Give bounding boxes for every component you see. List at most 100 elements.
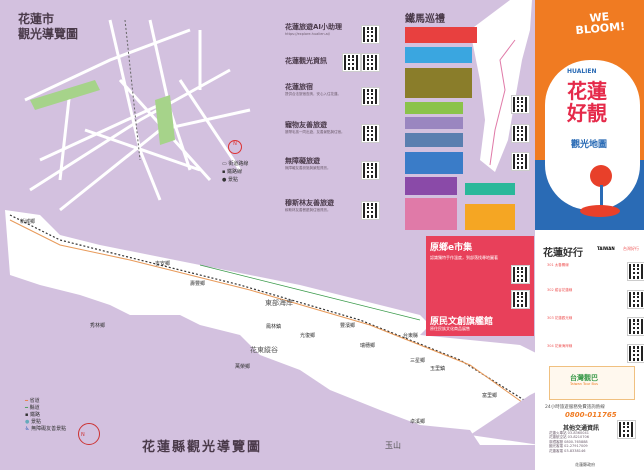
panel-title: 原鄉e市集 [430, 243, 473, 253]
rail-route-box [405, 68, 472, 98]
legend-item: ● 景點 [222, 177, 238, 183]
rail-route-box [405, 117, 463, 129]
bus-route[interactable]: 304 花東海岸線 [547, 344, 573, 348]
qr-code[interactable] [361, 161, 380, 180]
qr-code[interactable] [361, 53, 380, 72]
service-title: 無障礙旅遊 [285, 157, 320, 165]
place-label: 三星鄉 [410, 358, 426, 364]
transport-item: 花蓮客運 03-8338146 [549, 448, 586, 453]
bus-route[interactable]: 302 縱谷花蓮線 [547, 288, 573, 292]
brand-label: TAIWAN [597, 246, 615, 251]
service-title: 花蓮觀光資訊 [285, 57, 327, 65]
service-pet: 寵物友善旅遊攜帶毛孩一同出遊，友善景點與住宿。 [285, 120, 355, 135]
county-map-title: 花蓮縣觀光導覽圖 [142, 440, 263, 455]
legend-item: ━ 省道 [25, 398, 40, 404]
compass-icon: N [78, 423, 100, 445]
rail-route-box [405, 27, 477, 43]
service-desc: 穆斯林友善餐廳與住宿資訊。 [285, 208, 331, 212]
highway-line [9, 219, 540, 416]
panel-title: 原民文創旗艦館 [430, 317, 494, 327]
service-title: 寵物友善旅遊 [285, 121, 327, 129]
service-title: 花蓮旅宿 [285, 83, 313, 91]
park [155, 95, 175, 145]
hotline-number[interactable]: 0800-011765 [565, 411, 617, 419]
legend-item: ▪ 鐵路線 [222, 169, 242, 175]
place-label: 萬榮鄉 [235, 364, 251, 370]
legend-item: ● 景點 [25, 419, 41, 425]
bus-route[interactable]: 303 花蓮觀光線 [547, 316, 573, 320]
other-transport-title: 其他交通資訊 [563, 425, 600, 432]
qr-code[interactable] [511, 265, 530, 284]
region-label: 玉山 [385, 441, 401, 450]
hualien-label: HUALIEN [567, 68, 597, 75]
compass-icon: N [228, 140, 242, 154]
service-accessible: 無障礙旅遊無障礙友善設施與景點資訊。 [285, 156, 355, 171]
publisher: 花蓮縣政府 [575, 462, 595, 467]
qr-code[interactable] [627, 290, 644, 309]
city-legend: ▭ 街道路線 ▪ 鐵路線 ● 景點 [222, 160, 248, 184]
place-label: 豐濱鄉 [340, 323, 356, 329]
rail-route-box [465, 183, 515, 195]
qr-code[interactable] [627, 344, 644, 363]
place-label: 秀林鄉 [90, 323, 106, 329]
region-label: 花東縱谷 [250, 346, 278, 354]
title-line: 花蓮 [567, 79, 607, 103]
service-title: 花蓮旅遊AI小助理 [285, 23, 343, 31]
qr-code[interactable] [627, 317, 644, 336]
flower-shape [545, 60, 640, 210]
rail-route-box [465, 204, 515, 230]
slogan: WE BLOOM! [574, 10, 626, 37]
city-road-network [24, 19, 251, 212]
legend-item: ▪ 鐵路 [25, 412, 40, 418]
panel-subtitle: 認識獨特手作溫度，到部落找尋地圖著 [430, 255, 498, 260]
place-label: 壽豐鄉 [190, 281, 206, 287]
qr-code[interactable] [361, 25, 380, 44]
service-desc: https://explore.hualien.ai/ [285, 32, 330, 36]
rail-route-box [405, 133, 463, 147]
city-map: 花蓮市 觀光導覽圖 N ▭ 街道路線 ▪ 鐵路線 ● 景點 [0, 0, 270, 215]
transport-item: 臺鐵客服 0800-765888 [549, 439, 588, 444]
brand-label: 台灣好行 [623, 246, 639, 251]
cover-panel: WE BLOOM! HUALIEN 花蓮 好靚 觀光地圖 [535, 0, 644, 230]
rail-route-box [405, 47, 472, 63]
indigenous-market-panel: 原鄉e市集 認識獨特手作溫度，到部落找尋地圖著 原民文創旗艦館 原住民族文化商品… [426, 236, 534, 336]
region-label: 東部海岸 [265, 299, 293, 307]
place-label: 新城鄉 [20, 219, 36, 225]
rail-route-box [405, 102, 463, 114]
qr-code[interactable] [511, 124, 530, 143]
place-label: 光復鄉 [300, 333, 316, 339]
qr-code[interactable] [361, 87, 380, 106]
title-line: 觀光導覽圖 [18, 27, 79, 41]
rail-route-box [405, 152, 463, 174]
service-desc: 無障礙友善設施與景點資訊。 [285, 166, 331, 170]
qr-code[interactable] [361, 124, 380, 143]
bus-title: 花蓮好行 [543, 248, 583, 259]
qr-code[interactable] [627, 262, 644, 281]
qr-code[interactable] [511, 290, 530, 309]
qr-code[interactable] [342, 53, 361, 72]
panel-desc: 原住民族文化商品展售 [430, 326, 470, 331]
place-label: 富里鄉 [482, 393, 498, 399]
transport-item: 花蓮火車站 03-8360041 [549, 431, 589, 435]
city-map-title: 花蓮市 觀光導覽圖 [18, 12, 78, 42]
service-lodging: 花蓮旅宿提供合法旅宿查詢，安心入住花蓮。 [285, 82, 355, 97]
qr-code[interactable] [511, 152, 530, 171]
rail-title: 鐵馬巡禮 [405, 14, 445, 25]
qr-code[interactable] [617, 420, 636, 439]
legend-item: ━ 縣道 [25, 405, 40, 411]
other-transport-list: 花蓮火車站 03-8360041 花蓮航空站 03-8210706 臺鐵客服 0… [549, 431, 589, 453]
qr-code[interactable] [511, 95, 530, 114]
legend-item: ▭ 街道路線 [222, 161, 249, 167]
bus-panel: 花蓮好行 TAIWAN 台灣好行 301 太魯閣線 302 縱谷花蓮線 303 … [535, 230, 644, 470]
bus-route[interactable]: 301 太魯閣線 [547, 263, 569, 267]
title-line: 好靚 [567, 101, 607, 125]
transport-item: 國光客運 02-27917009 [549, 444, 588, 449]
service-desc: 提供合法旅宿查詢，安心入住花蓮。 [285, 92, 341, 96]
county-road-line [199, 264, 421, 321]
qr-code[interactable] [361, 201, 380, 220]
tour-bus-en: Taiwan Tour Bus [570, 382, 598, 386]
tour-bus-title: 台灣觀巴 [570, 374, 598, 382]
place-label: 卓溪鄉 [410, 419, 426, 425]
cover-subtitle: 觀光地圖 [571, 140, 608, 150]
